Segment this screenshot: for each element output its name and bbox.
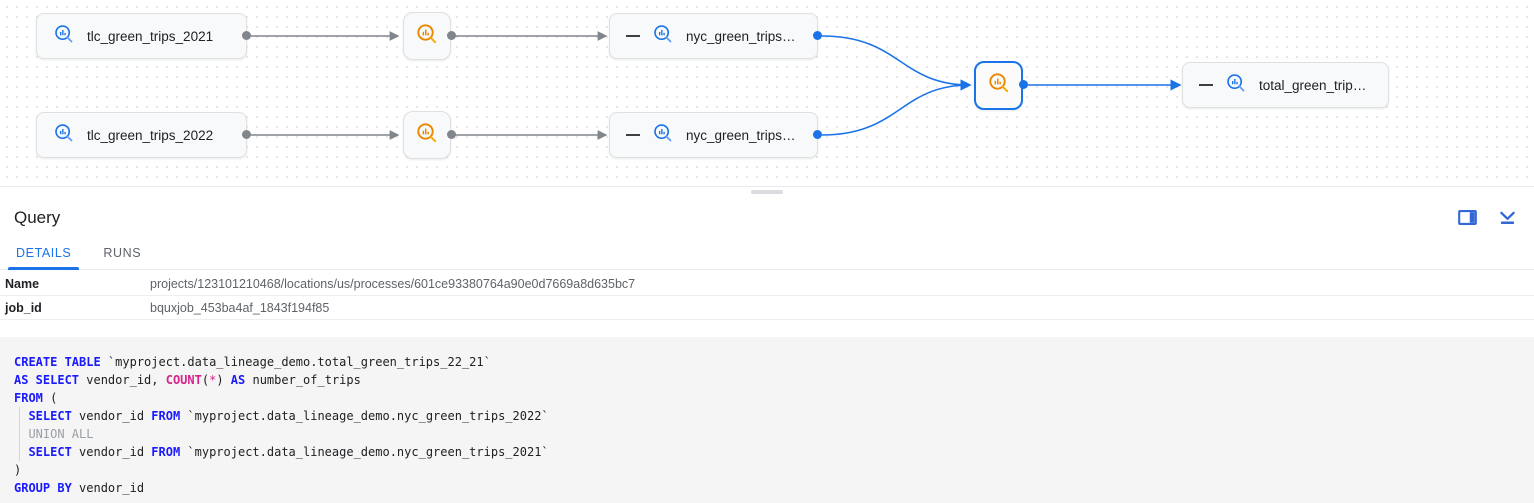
sql-token: `myproject.data_lineage_demo.nyc_green_t… bbox=[187, 445, 549, 459]
sql-line: AS SELECT vendor_id, COUNT(*) AS number_… bbox=[14, 371, 1534, 389]
sql-token: ) bbox=[216, 373, 231, 387]
collapse-dash-icon[interactable] bbox=[1199, 84, 1213, 86]
sql-token: GROUP BY bbox=[14, 481, 80, 495]
sql-token bbox=[14, 409, 28, 423]
collapse-panel-icon[interactable] bbox=[1494, 205, 1520, 231]
lineage-node-nyc-green-trips-2022[interactable]: nyc_green_trips… bbox=[609, 112, 818, 158]
bigquery-table-icon-blue bbox=[1225, 72, 1247, 99]
indent-guide bbox=[19, 425, 20, 443]
sql-token: COUNT bbox=[165, 373, 202, 387]
query-panel-tabs: DETAILS RUNS bbox=[0, 239, 1534, 270]
indent-guide bbox=[19, 407, 20, 425]
bigquery-table-icon-blue bbox=[652, 23, 674, 50]
detail-value-job-id: bquxjob_453ba4af_1843f194f85 bbox=[150, 300, 330, 315]
sql-token: FROM bbox=[14, 391, 51, 405]
sql-token: AS SELECT bbox=[14, 373, 87, 387]
sql-token: * bbox=[209, 373, 217, 387]
sql-token: ( bbox=[50, 391, 58, 405]
sql-token bbox=[14, 427, 28, 441]
lineage-process-node-1[interactable] bbox=[403, 12, 451, 60]
bigquery-table-icon-blue bbox=[53, 122, 75, 149]
sql-token: vendor_id bbox=[79, 481, 145, 495]
lineage-node-label: tlc_green_trips_2021 bbox=[87, 28, 214, 44]
collapse-dash-icon[interactable] bbox=[626, 35, 640, 37]
panel-header-actions bbox=[1454, 205, 1520, 231]
lineage-process-node-selected[interactable] bbox=[974, 61, 1023, 110]
bigquery-table-icon-blue bbox=[652, 122, 674, 149]
collapse-dash-icon[interactable] bbox=[626, 134, 640, 136]
sql-code-panel[interactable]: CREATE TABLE `myproject.data_lineage_dem… bbox=[0, 337, 1534, 503]
sql-token: vendor_id bbox=[79, 409, 152, 423]
lineage-node-label: nyc_green_trips… bbox=[686, 127, 796, 143]
sql-token: number_of_trips bbox=[252, 373, 361, 387]
sql-token: `myproject.data_lineage_demo.nyc_green_t… bbox=[187, 409, 549, 423]
sql-token: CREATE TABLE bbox=[14, 355, 108, 369]
bigquery-process-icon-orange bbox=[415, 121, 439, 150]
page-title: Query bbox=[14, 207, 61, 227]
lineage-node-total-green-trips[interactable]: total_green_trip… bbox=[1182, 62, 1389, 108]
sql-token: UNION ALL bbox=[28, 427, 94, 441]
sql-line: UNION ALL bbox=[14, 425, 1534, 443]
sql-token: vendor_id bbox=[79, 445, 152, 459]
sql-line: SELECT vendor_id FROM `myproject.data_li… bbox=[14, 407, 1534, 425]
sql-token: FROM bbox=[151, 409, 188, 423]
node-output-port[interactable] bbox=[242, 130, 251, 139]
detail-value-name: projects/123101210468/locations/us/proce… bbox=[150, 276, 636, 291]
node-output-port[interactable] bbox=[813, 130, 822, 139]
lineage-node-nyc-green-trips-2021[interactable]: nyc_green_trips… bbox=[609, 13, 818, 59]
sql-code-text: CREATE TABLE `myproject.data_lineage_dem… bbox=[0, 337, 1534, 497]
sql-line: CREATE TABLE `myproject.data_lineage_dem… bbox=[14, 353, 1534, 371]
node-output-port[interactable] bbox=[1019, 80, 1028, 89]
sql-token: SELECT bbox=[28, 445, 80, 459]
tab-details[interactable]: DETAILS bbox=[0, 246, 87, 270]
sql-token: vendor_id, bbox=[86, 373, 166, 387]
query-panel-header: Query bbox=[0, 196, 1534, 239]
node-output-port[interactable] bbox=[813, 31, 822, 40]
table-row: job_id bquxjob_453ba4af_1843f194f85 bbox=[0, 296, 1534, 320]
sql-token: ) bbox=[14, 463, 22, 477]
indent-guide bbox=[19, 443, 20, 461]
sql-line: FROM ( bbox=[14, 389, 1534, 407]
bigquery-process-icon-orange bbox=[987, 71, 1011, 100]
lineage-edges bbox=[247, 31, 1182, 140]
details-table: Name projects/123101210468/locations/us/… bbox=[0, 272, 1534, 320]
sql-token: `myproject.data_lineage_demo.total_green… bbox=[107, 355, 491, 369]
bigquery-process-icon-orange bbox=[415, 22, 439, 51]
lineage-node-tlc-green-trips-2021[interactable]: tlc_green_trips_2021 bbox=[36, 13, 247, 59]
split-pane-icon[interactable] bbox=[1454, 205, 1480, 231]
lineage-node-label: tlc_green_trips_2022 bbox=[87, 127, 214, 143]
panel-resize-area[interactable] bbox=[0, 186, 1534, 196]
node-output-port[interactable] bbox=[447, 130, 456, 139]
sql-token: FROM bbox=[151, 445, 188, 459]
detail-key-job-id: job_id bbox=[5, 300, 42, 315]
sql-line: SELECT vendor_id FROM `myproject.data_li… bbox=[14, 443, 1534, 461]
sql-token bbox=[14, 445, 28, 459]
lineage-process-node-2[interactable] bbox=[403, 111, 451, 159]
detail-key-name: Name bbox=[5, 276, 40, 291]
sql-token: AS bbox=[230, 373, 253, 387]
sql-line: ) bbox=[14, 461, 1534, 479]
table-row: Name projects/123101210468/locations/us/… bbox=[0, 272, 1534, 296]
sql-token: ( bbox=[201, 373, 210, 387]
lineage-node-tlc-green-trips-2022[interactable]: tlc_green_trips_2022 bbox=[36, 112, 247, 158]
node-output-port[interactable] bbox=[447, 31, 456, 40]
lineage-canvas[interactable]: tlc_green_trips_2021 tlc_green_trips_202… bbox=[0, 0, 1534, 186]
lineage-node-label: total_green_trip… bbox=[1259, 77, 1367, 93]
sql-token: SELECT bbox=[28, 409, 80, 423]
sql-line: GROUP BY vendor_id bbox=[14, 479, 1534, 497]
panel-drag-handle[interactable] bbox=[751, 190, 783, 194]
tab-runs[interactable]: RUNS bbox=[103, 246, 142, 260]
lineage-node-label: nyc_green_trips… bbox=[686, 28, 796, 44]
bigquery-table-icon-blue bbox=[53, 23, 75, 50]
node-output-port[interactable] bbox=[242, 31, 251, 40]
